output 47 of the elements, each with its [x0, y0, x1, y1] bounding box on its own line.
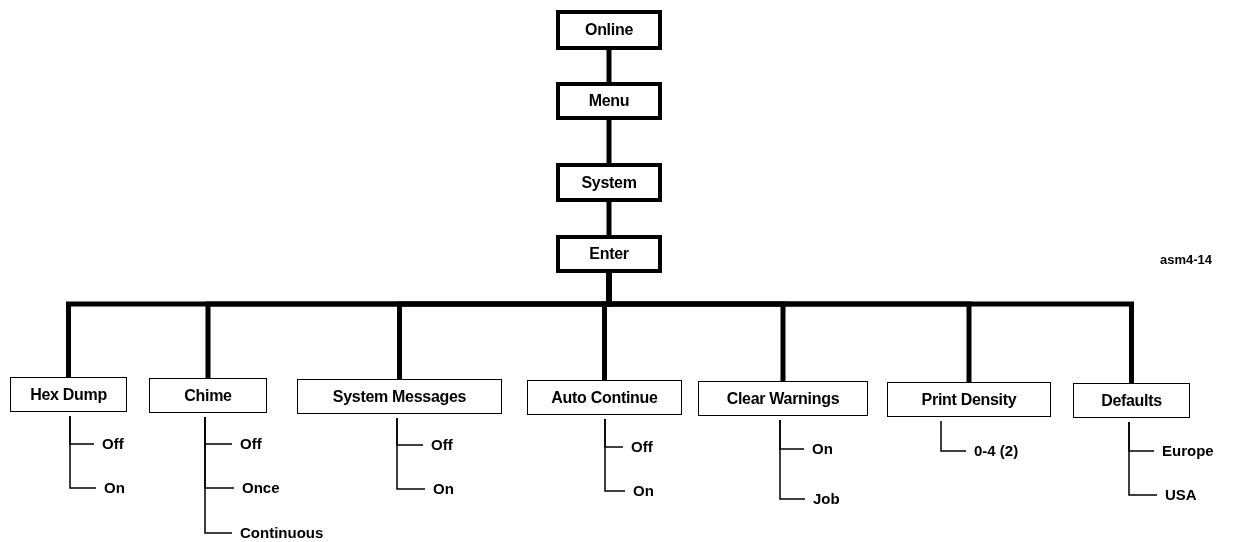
option-text: Continuous — [240, 524, 324, 542]
option-text: On — [433, 480, 454, 498]
option-text: Once — [242, 479, 280, 497]
menu-box — [887, 382, 1051, 417]
menu-label: Auto Continue — [551, 388, 658, 407]
menu-label: Menu — [588, 92, 630, 110]
menu-label: System — [581, 173, 637, 192]
option-text: Off — [631, 438, 653, 456]
branch-line — [396, 417, 426, 490]
menu-label: Clear Warnings — [726, 389, 840, 408]
branch-line — [69, 415, 97, 489]
menu-label: System Messages — [332, 387, 467, 406]
menu-label: Hex Dump — [30, 385, 107, 404]
menu-box — [556, 235, 662, 273]
connector-line — [606, 202, 612, 235]
option-text: Europe — [1162, 442, 1214, 460]
branch-line — [779, 419, 806, 500]
branch-line — [204, 416, 233, 534]
figure-number: asm4-14 — [1160, 252, 1213, 267]
branch-line — [940, 420, 967, 452]
option-text: Job — [813, 490, 840, 508]
branch-line — [604, 418, 626, 492]
menu-box — [556, 82, 662, 120]
option-text: On — [104, 479, 125, 497]
menu-box — [556, 163, 662, 202]
menu-label: Chime — [184, 386, 232, 405]
menu-box — [556, 10, 662, 50]
menu-label: Online — [585, 21, 633, 39]
menu-box — [10, 377, 127, 412]
option-text: On — [633, 482, 654, 500]
option-text: Off — [102, 435, 124, 453]
menu-label: Print Density — [921, 390, 1017, 409]
menu-box — [698, 381, 868, 416]
connector-line — [606, 50, 612, 82]
menu-box — [527, 380, 682, 415]
menu-box — [149, 378, 267, 413]
option-text: Off — [240, 435, 262, 453]
branch-line — [1128, 421, 1158, 496]
option-text: 0-4 (2) — [974, 442, 1019, 460]
menu-box — [297, 379, 502, 414]
option-text: USA — [1165, 486, 1197, 504]
option-text: On — [812, 440, 833, 458]
option-text: Off — [431, 436, 453, 454]
menu-box — [1073, 383, 1190, 418]
menu-label: Defaults — [1101, 391, 1162, 410]
menu-label: Enter — [589, 245, 629, 263]
connector-line — [606, 120, 612, 163]
